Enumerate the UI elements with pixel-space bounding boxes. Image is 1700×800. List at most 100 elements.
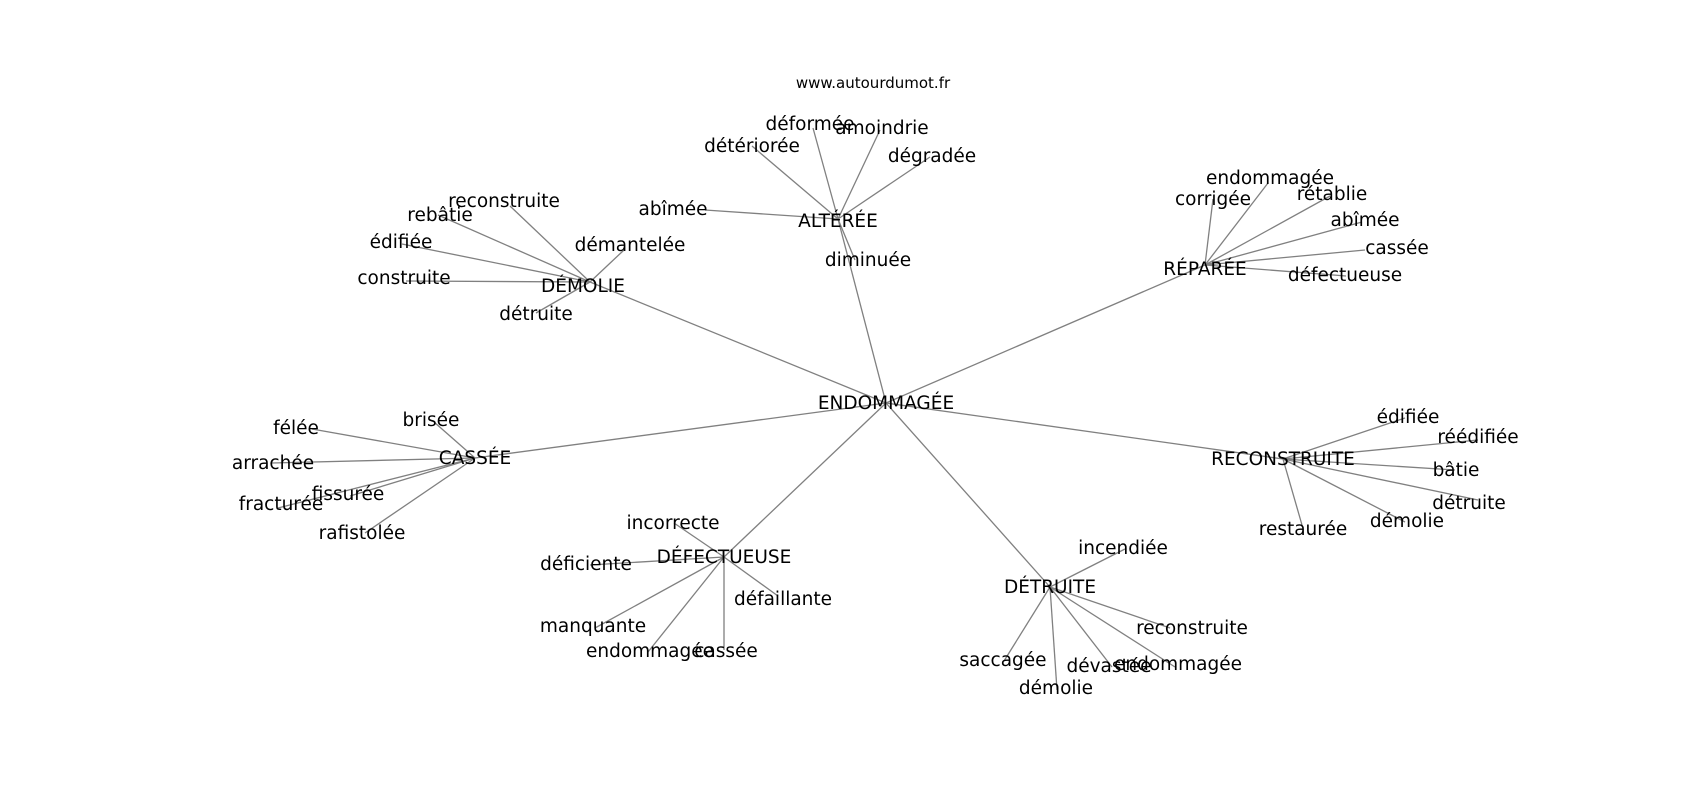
leaf-node-reparee-retablie[interactable]: rétablie [1297, 184, 1368, 205]
leaf-node-cassee-fissuree[interactable]: fissurée [312, 484, 385, 505]
leaf-node-detruite-devastee[interactable]: dévastée [1066, 656, 1151, 677]
edge-center-defectueuse [723, 402, 887, 558]
edge-reconstruite-detruite [1282, 458, 1479, 501]
edge-alteree-diminuee [837, 218, 856, 261]
leaf-node-alteree-amoindrie[interactable]: amoindrie [835, 118, 928, 139]
hub-node-defectueuse[interactable]: DÉFECTUEUSE [657, 546, 792, 568]
leaf-node-alteree-deformee[interactable]: déformée [765, 114, 854, 135]
edge-cassee-felee [311, 428, 476, 459]
leaf-node-reparee-defectueuse[interactable]: défectueuse [1288, 265, 1402, 286]
edge-center-demolie [589, 281, 887, 404]
leaf-node-alteree-abimee[interactable]: abîmée [638, 199, 707, 220]
edge-center-reparee [885, 264, 1206, 404]
hub-node-reconstruite[interactable]: RECONSTRUITE [1211, 449, 1355, 470]
edge-reparee-endommagee [1204, 182, 1269, 266]
site-url: www.autourdumot.fr [796, 74, 951, 92]
edge-reparee-abimee [1204, 221, 1363, 266]
leaf-node-reparee-corrigee[interactable]: corrigée [1175, 189, 1251, 210]
edge-center-alteree [837, 218, 887, 404]
edge-cassee-brisee [433, 421, 476, 459]
edge-alteree-abimee [704, 209, 839, 220]
edge-cassee-fissuree [349, 457, 476, 497]
edge-detruite-demolie [1049, 586, 1058, 691]
leaf-node-cassee-fracturee[interactable]: fracturée [239, 494, 324, 515]
edge-reparee-cassee [1204, 249, 1366, 266]
leaf-node-reconstruite-reedifiee[interactable]: réédifiée [1437, 427, 1518, 448]
leaf-node-detruite-incendiee[interactable]: incendiée [1078, 538, 1168, 559]
edge-defectueuse-deficiente [589, 556, 725, 566]
edge-demolie-edifiee [401, 243, 591, 283]
leaf-node-demolie-construite[interactable]: construite [357, 268, 450, 289]
hub-node-cassee[interactable]: CASSÉE [439, 447, 511, 469]
leaf-node-reparee-abimee[interactable]: abîmée [1330, 210, 1399, 231]
hub-node-demolie[interactable]: DÉMOLIE [541, 275, 625, 297]
edge-alteree-degradee [837, 156, 931, 220]
edge-defectueuse-defaillante [723, 556, 779, 597]
edge-defectueuse-incorrecte [673, 522, 725, 558]
edge-demolie-demantelee [589, 249, 625, 283]
edge-center-detruite [885, 402, 1051, 588]
edge-reparee-defectueuse [1204, 264, 1347, 277]
edge-detruite-devastee [1049, 586, 1113, 668]
edge-demolie-detruite [535, 281, 591, 314]
edge-detruite-reconstruite [1049, 586, 1171, 629]
leaf-node-reconstruite-restauree[interactable]: restaurée [1259, 519, 1348, 540]
edge-detruite-endommagee [1049, 586, 1176, 668]
edge-defectueuse-endommagee [647, 556, 725, 653]
leaf-node-reconstruite-detruite[interactable]: détruite [1432, 493, 1506, 514]
leaf-node-defectueuse-cassee[interactable]: cassée [694, 641, 758, 662]
leaf-node-reconstruite-edifiee[interactable]: édifiée [1377, 407, 1440, 428]
leaf-node-reconstruite-demolie[interactable]: démolie [1370, 511, 1444, 532]
leaf-node-detruite-saccagee[interactable]: saccagée [959, 650, 1046, 671]
leaf-node-defectueuse-manquante[interactable]: manquante [540, 616, 646, 637]
leaf-node-cassee-brisee[interactable]: brisée [403, 410, 460, 431]
edge-reconstruite-reedifiee [1282, 439, 1479, 460]
leaf-node-defectueuse-endommagee[interactable]: endommagée [586, 641, 714, 662]
leaf-node-alteree-deterioree[interactable]: détériorée [704, 136, 800, 157]
hub-node-reparee[interactable]: RÉPARÉE [1163, 258, 1246, 280]
edge-detruite-incendiee [1049, 548, 1126, 588]
leaf-node-detruite-demolie[interactable]: démolie [1019, 678, 1093, 699]
edge-reconstruite-batie [1282, 458, 1456, 471]
leaf-node-alteree-diminuee[interactable]: diminuée [825, 250, 911, 271]
hub-node-detruite[interactable]: DÉTRUITE [1004, 576, 1096, 598]
leaf-node-cassee-arrachee[interactable]: arrachée [232, 453, 314, 474]
leaf-node-detruite-reconstruite[interactable]: reconstruite [1136, 618, 1248, 639]
edge-demolie-reconstruite [509, 205, 591, 283]
edge-detruite-saccagee [1003, 586, 1051, 662]
edge-demolie-construite [405, 280, 591, 283]
leaf-node-demolie-rebatie[interactable]: rebâtie [407, 205, 472, 226]
center-node[interactable]: ENDOMMAGÉE [818, 392, 954, 414]
leaf-node-cassee-rafistolee[interactable]: rafistolée [319, 523, 406, 544]
leaf-node-reconstruite-batie[interactable]: bâtie [1433, 460, 1480, 481]
graph-edges [271, 127, 1479, 691]
edge-reconstruite-restauree [1282, 458, 1303, 526]
leaf-node-detruite-endommagee[interactable]: endommagée [1114, 654, 1242, 675]
leaf-node-defectueuse-incorrecte[interactable]: incorrecte [626, 513, 719, 534]
edge-alteree-amoindrie [837, 129, 881, 220]
leaf-node-alteree-degradee[interactable]: dégradée [888, 146, 976, 167]
leaf-node-defectueuse-defaillante[interactable]: défaillante [734, 589, 832, 610]
edge-center-reconstruite [885, 402, 1284, 460]
edge-reconstruite-edifiee [1282, 417, 1406, 460]
edge-center-cassee [474, 402, 887, 459]
leaf-node-cassee-felee[interactable]: félée [273, 418, 319, 439]
leaf-node-defectueuse-deficiente[interactable]: déficiente [540, 554, 632, 575]
leaf-node-demolie-reconstruite[interactable]: reconstruite [448, 191, 560, 212]
edge-alteree-deformee [812, 127, 839, 220]
hub-node-alteree[interactable]: ALTÉRÉE [798, 210, 878, 232]
leaf-node-demolie-detruite[interactable]: détruite [499, 304, 573, 325]
edge-demolie-rebatie [437, 214, 591, 283]
leaf-node-reparee-endommagee[interactable]: endommagée [1206, 168, 1334, 189]
edge-cassee-rafistolee [364, 457, 476, 534]
edge-cassee-arrachee [271, 457, 476, 464]
edge-reparee-retablie [1204, 195, 1331, 266]
leaf-node-reparee-cassee[interactable]: cassée [1365, 238, 1429, 259]
edge-cassee-fracturee [277, 457, 476, 509]
edge-alteree-deterioree [751, 145, 839, 220]
leaf-node-demolie-edifiee[interactable]: édifiée [370, 232, 433, 253]
leaf-node-demolie-demantelee[interactable]: démantelée [575, 235, 686, 256]
edge-defectueuse-manquante [594, 556, 725, 629]
